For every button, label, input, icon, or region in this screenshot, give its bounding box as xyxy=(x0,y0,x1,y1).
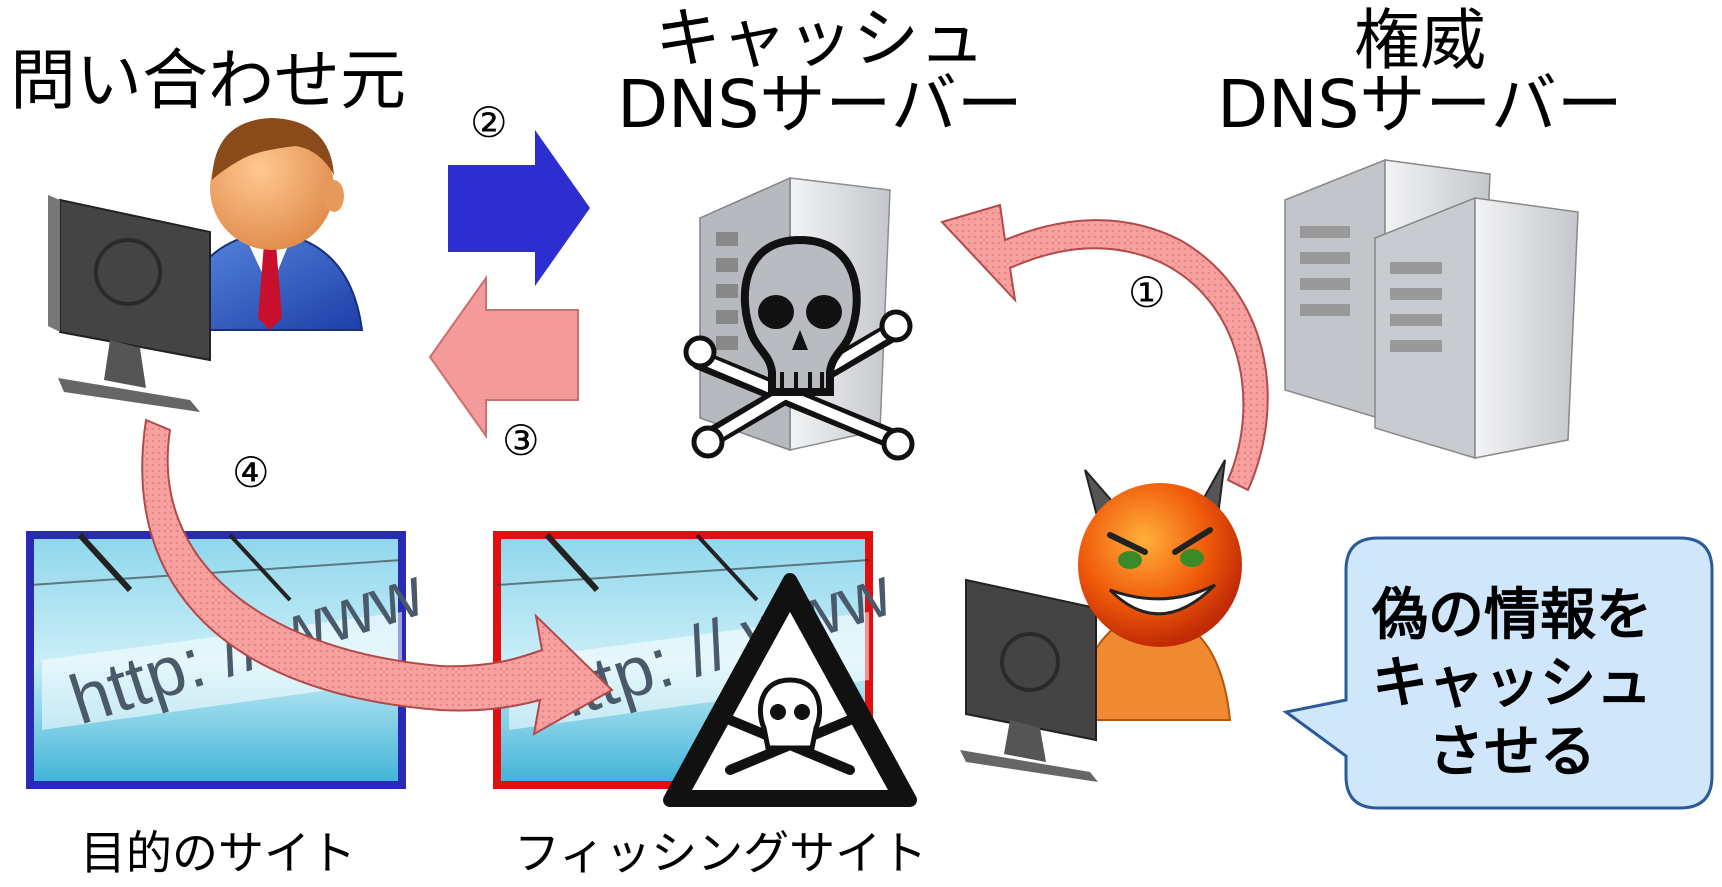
step-4-label: ④ xyxy=(232,448,270,497)
auth-dns-label-line1: 権威 xyxy=(1354,2,1486,79)
step-2-arrow xyxy=(448,130,590,286)
bubble-text: 偽の情報を キャッシュ させる xyxy=(1352,582,1672,787)
client-user-icon xyxy=(173,118,364,331)
cache-dns-label-line1: キャッシュ xyxy=(655,0,985,77)
step-3-label: ③ xyxy=(502,416,540,465)
target-site-label: 目的のサイト xyxy=(80,826,356,880)
client-label: 問い合わせ元 xyxy=(10,42,406,119)
client-monitor-icon xyxy=(48,195,211,412)
skull-crossbones-icon xyxy=(683,235,915,461)
bubble-line-1: 偽の情報を xyxy=(1372,583,1652,648)
cache-dns-label-line2: DNSサーバー xyxy=(617,66,1023,143)
warning-skull-icon xyxy=(663,573,917,807)
phishing-site-label: フィッシングサイト xyxy=(514,826,928,880)
devil-face-icon xyxy=(1078,459,1242,647)
step-3-arrow xyxy=(428,274,579,440)
step-1-arrow xyxy=(940,203,1269,492)
auth-dns-label-line2: DNSサーバー xyxy=(1217,66,1623,143)
bubble-line-3: させる xyxy=(1428,719,1596,785)
auth-dns-server-icon xyxy=(1284,158,1579,460)
step-4-arrow xyxy=(141,418,614,736)
step-2-label: ② xyxy=(470,98,508,147)
bubble-line-2: キャッシュ xyxy=(1372,651,1652,717)
step-1-label: ① xyxy=(1128,268,1166,317)
speech-bubble xyxy=(1282,536,1714,810)
